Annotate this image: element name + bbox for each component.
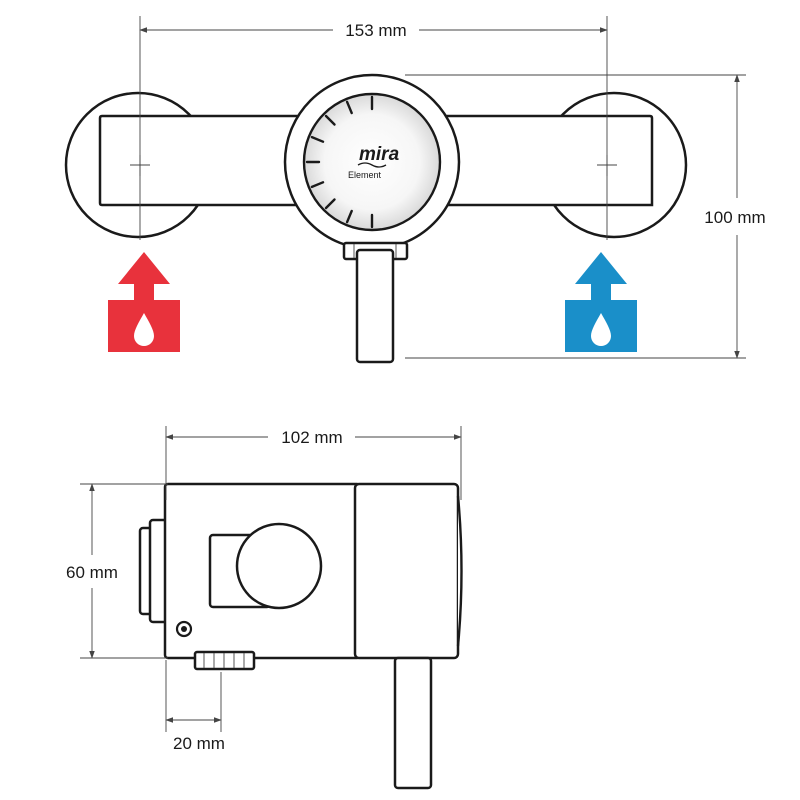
dial-tick [324,114,336,126]
front-cover [353,482,460,660]
cartridge-knob [235,522,323,610]
cold-water-inlet-icon [565,252,637,352]
dial-brand-logo: mira [359,144,400,165]
dial-tick [345,100,353,115]
dial-face[interactable] [302,92,442,232]
dial-model-label: Element [348,170,382,180]
outlet-thread [193,650,256,671]
side-height-dimension: 60 mm [66,483,168,659]
dial-tick [310,135,325,143]
cover-rim [456,495,463,647]
wave-logo-icon [357,162,387,168]
svg-text:102 mm: 102 mm [281,428,342,447]
hot-water-inlet-icon [108,252,180,352]
svg-text:153 mm: 153 mm [345,21,406,40]
dial-tick [324,198,336,210]
flow-control-lever[interactable] [355,248,395,364]
dial-tick [345,209,353,224]
svg-text:60 mm: 60 mm [66,563,118,582]
side-view-lever[interactable] [393,656,433,790]
front-width-dimension: 153 mm [139,16,608,240]
dial-tick [310,181,325,189]
svg-text:100 mm: 100 mm [704,208,765,227]
svg-text:20 mm: 20 mm [173,734,225,753]
side-width-dimension: 102 mm [165,426,462,500]
front-view: mira Element 153 mm [64,16,766,364]
dial-scale-ticks [305,95,374,229]
outlet-depth-dimension: 20 mm [165,660,225,753]
front-height-dimension: 100 mm [405,74,766,359]
side-view: 102 mm 60 mm 20 mm [66,426,463,790]
